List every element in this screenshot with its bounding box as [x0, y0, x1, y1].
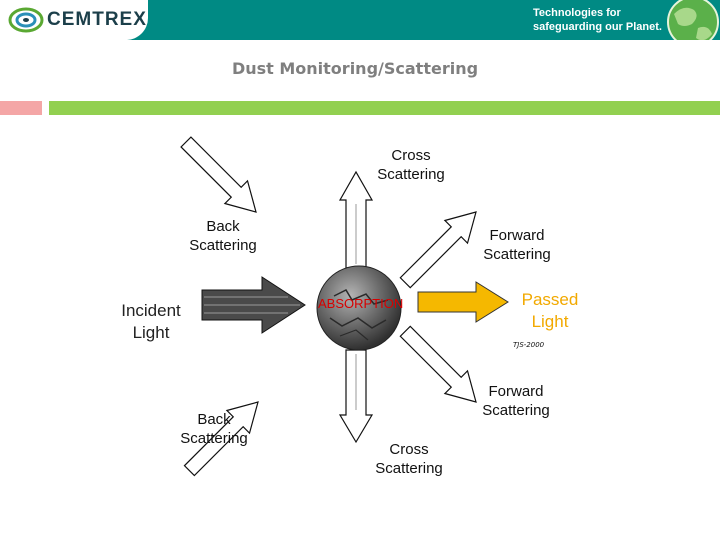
label-forward-scattering-lower: Forward Scattering	[482, 383, 550, 419]
back-scattering-upper-arrow	[180, 136, 257, 213]
tagline: Technologies for safeguarding our Planet…	[533, 7, 662, 33]
label-passed-light: Passed Light	[521, 290, 579, 331]
accent-bar-green	[49, 101, 720, 115]
particle	[316, 265, 402, 351]
label-cross-scattering-bottom: Cross Scattering	[375, 441, 443, 477]
forward-scattering-lower-arrow	[399, 325, 477, 403]
header-bar: CEMTREX Technologies for safeguarding ou…	[0, 0, 720, 40]
label-forward-scattering-upper: Forward Scattering	[483, 227, 551, 263]
label-cross-scattering-top: Cross Scattering	[377, 147, 445, 183]
globe-icon	[667, 0, 719, 40]
accent-bar-pink	[0, 101, 42, 115]
cemtrex-logo: CEMTREX	[0, 0, 148, 40]
label-back-scattering-lower: Back Scattering	[180, 411, 248, 447]
forward-scattering-upper-arrow	[399, 211, 477, 289]
label-back-scattering-upper: Back Scattering	[189, 218, 257, 254]
logo-mark-icon	[8, 7, 44, 33]
label-absorption: ABSORPTION	[318, 296, 404, 311]
label-credit: TJS-2000	[513, 341, 545, 349]
passed-light-arrow	[417, 281, 509, 323]
label-incident-light: Incident Light	[121, 301, 181, 342]
incident-arrow	[201, 276, 306, 334]
logo-text: CEMTREX	[47, 9, 147, 30]
back-scattering-lower-arrow	[183, 401, 259, 477]
slide-title: Dust Monitoring/Scattering	[231, 59, 479, 78]
